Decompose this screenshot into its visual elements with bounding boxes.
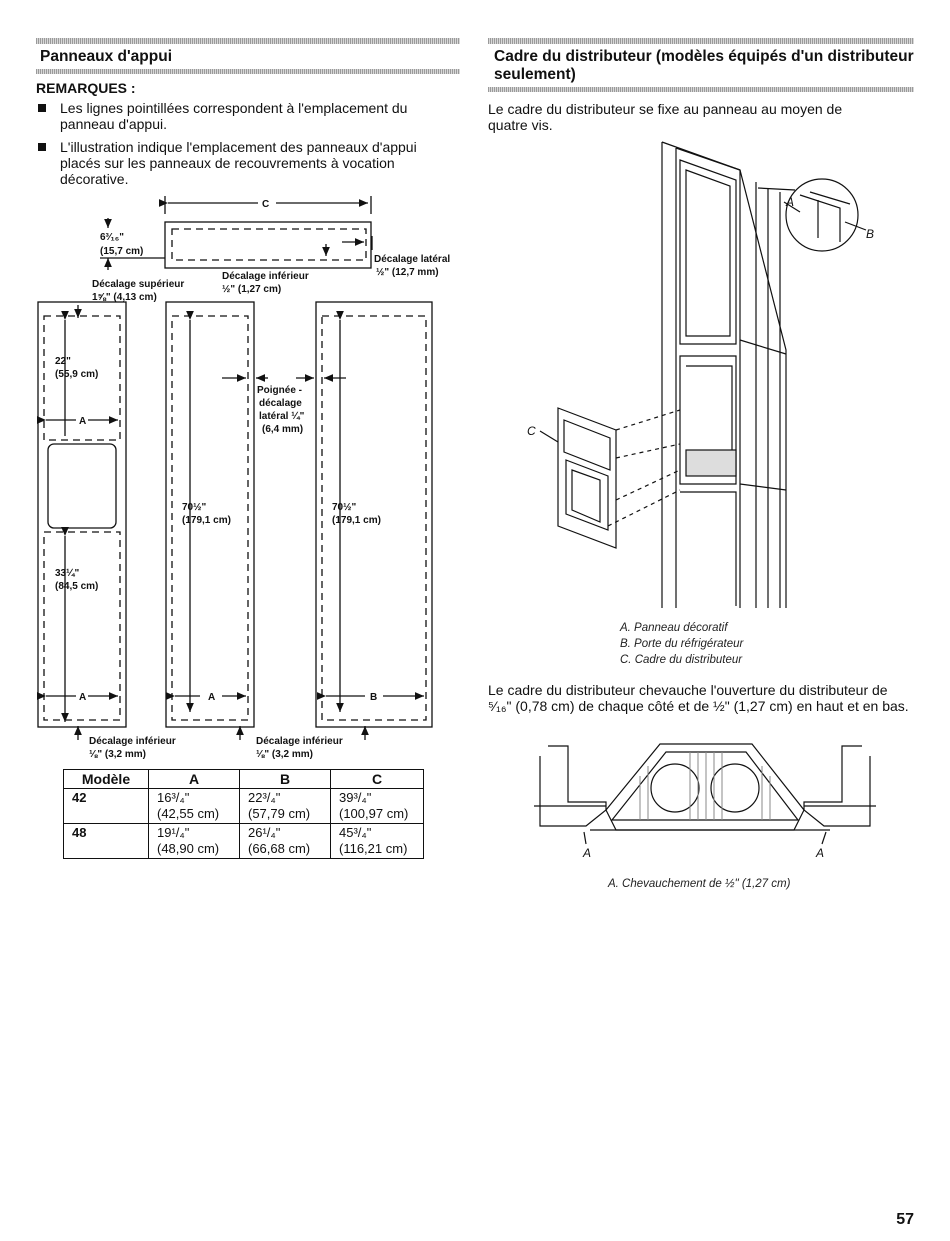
- bullet-item: Les lignes pointillées correspondent à l…: [36, 100, 460, 132]
- label-22: 22": [55, 356, 71, 367]
- bullet-item: L'illustration indique l'emplacement des…: [36, 139, 460, 187]
- caption-a: A. Panneau décoratif: [620, 622, 728, 634]
- label-70-2-cm: (179,1 cm): [332, 515, 381, 526]
- section-rule: [488, 38, 914, 44]
- section-rule: [36, 69, 460, 74]
- label-poignee: Poignée -: [257, 385, 302, 396]
- right-column: Cadre du distributeur (modèles équipés d…: [488, 38, 914, 133]
- label-33: 33¼": [55, 568, 79, 579]
- fig-label-c: C: [527, 424, 536, 438]
- section-title-panneaux: Panneaux d'appui: [40, 48, 173, 65]
- dispenser-frame-figure: A B C: [527, 141, 874, 608]
- table-row: 42 16³/₄"(42,55 cm) 22³/₄"(57,79 cm) 39³…: [63, 788, 424, 824]
- backing-panel-diagram: C 6³⁄₁₆" (15,7 cm) Décalage latéral ½" (…: [36, 196, 450, 760]
- label-decalage-superieur-val: 1⅝" (4,13 cm): [92, 292, 157, 303]
- section-title-cadre: Cadre du distributeur (modèles équipés d…: [494, 48, 914, 83]
- label-70-1: 70½": [182, 502, 206, 513]
- table-row: 48 19¹/₄"(48,90 cm) 26¹/₄"(66,68 cm) 45³…: [63, 823, 424, 859]
- label-70-2: 70½": [332, 502, 356, 513]
- label-a: A: [208, 692, 215, 703]
- fig2-label-a-left: A: [582, 846, 591, 860]
- label-bottom-left: Décalage inférieur: [89, 736, 176, 747]
- page-number: 57: [896, 1211, 914, 1228]
- fig-label-a: A: [785, 195, 794, 209]
- label-70-1-cm: (179,1 cm): [182, 515, 231, 526]
- label-bottom-right: Décalage inférieur: [256, 736, 343, 747]
- caption-c: C. Cadre du distributeur: [620, 654, 743, 666]
- intro-text: Le cadre du distributeur se fixe au pann…: [488, 101, 843, 133]
- section-rule: [488, 87, 914, 92]
- label-decalage-lateral: Décalage latéral: [374, 254, 450, 265]
- model-dimension-table: Modèle A B C 42 16³/₄"(42,55 cm) 22³/₄"(…: [63, 769, 424, 859]
- label-dim-a-cm: (15,7 cm): [100, 246, 143, 257]
- label-c: C: [262, 199, 269, 210]
- label-dim-a: 6³⁄₁₆": [100, 232, 124, 243]
- section-rule: [36, 38, 460, 44]
- label-poignee: latéral ¼": [259, 411, 305, 422]
- label-poignee: décalage: [259, 398, 302, 409]
- bullet-square-icon: [38, 143, 46, 151]
- label-poignee: (6,4 mm): [262, 424, 303, 435]
- label-decalage-lateral-val: ½" (12,7 mm): [376, 267, 439, 278]
- label-decalage-inferieur-top: Décalage inférieur: [222, 271, 309, 282]
- label-33-cm: (84,5 cm): [55, 581, 98, 592]
- bullet-square-icon: [38, 104, 46, 112]
- remarks-heading: REMARQUES :: [36, 80, 136, 96]
- label-decalage-inferieur-top-val: ½" (1,27 cm): [222, 284, 281, 295]
- left-column: Panneaux d'appui REMARQUES : Les lignes …: [36, 38, 460, 187]
- label-bottom-left-val: ⅛" (3,2 mm): [89, 749, 146, 760]
- overlap-text: Le cadre du distributeur chevauche l'ouv…: [488, 682, 909, 714]
- fig-label-b: B: [866, 227, 874, 241]
- label-a: A: [79, 416, 86, 427]
- label-22-cm: (55,9 cm): [55, 369, 98, 380]
- caption-b: B. Porte du réfrigérateur: [620, 638, 744, 650]
- table-header-row: Modèle A B C: [63, 769, 424, 789]
- label-b: B: [370, 692, 377, 703]
- label-decalage-superieur: Décalage supérieur: [92, 279, 184, 290]
- overlap-caption: A. Chevauchement de ½" (1,27 cm): [608, 878, 791, 890]
- label-a: A: [79, 692, 86, 703]
- overlap-figure: A A: [534, 743, 876, 860]
- fig2-label-a-right: A: [815, 846, 824, 860]
- figure-captions: A. Panneau décoratif B. Porte du réfrigé…: [620, 620, 743, 668]
- label-bottom-right-val: ⅛" (3,2 mm): [256, 749, 313, 760]
